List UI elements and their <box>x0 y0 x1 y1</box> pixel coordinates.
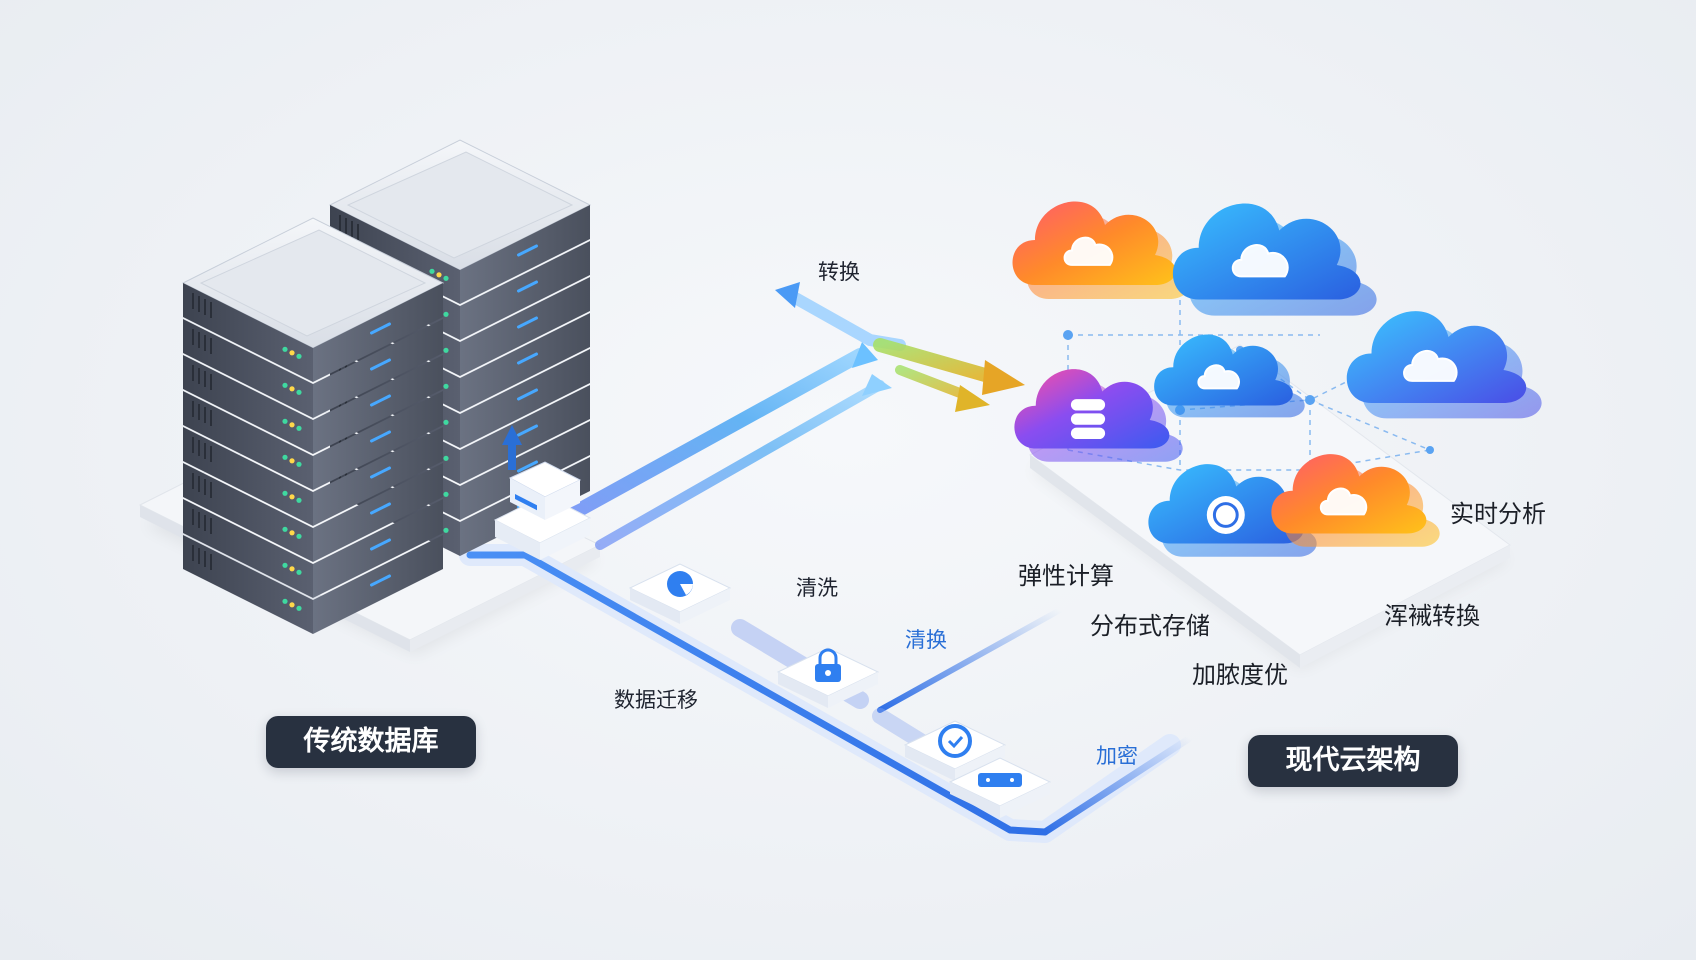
label-distributed-storage: 分布式存储 <box>1090 612 1210 640</box>
label-optimize: 加脓度优 <box>1192 661 1288 689</box>
shield-icon <box>1206 496 1245 534</box>
label-realtime-analysis: 实时分析 <box>1450 500 1546 528</box>
cloud-icon <box>1197 364 1240 390</box>
cloud-orange-bottom <box>1271 454 1440 547</box>
label-transform-top: 转换 <box>818 260 860 284</box>
migration-path <box>459 544 1194 843</box>
step-secure <box>776 647 880 708</box>
cloud-orange-top <box>1012 201 1190 299</box>
cloud-blue-center <box>1154 334 1305 418</box>
migration-steps <box>628 563 1052 818</box>
cloud-blue-right <box>1346 311 1542 419</box>
pie-chart-icon <box>667 571 693 597</box>
cloud-icon <box>1231 244 1289 278</box>
cloud-purple-db <box>1014 369 1183 462</box>
drive-icon <box>978 773 1022 787</box>
legacy-db-badge: 传统数据库 <box>266 716 476 768</box>
label-clean-transform: 清换 <box>905 628 947 652</box>
lock-icon <box>815 648 841 682</box>
upward-flows <box>563 282 1025 550</box>
legacy-server-racks <box>181 139 592 634</box>
label-data-transform-right: 浑裓转換 <box>1384 602 1480 630</box>
label-encrypt: 加密 <box>1096 744 1138 768</box>
label-clean: 清洗 <box>796 576 838 600</box>
cloud-icon <box>1319 487 1368 516</box>
modern-cloud-badge: 现代云架构 <box>1248 735 1458 787</box>
step-verify <box>903 720 1007 781</box>
step-analyze <box>628 563 732 624</box>
cloud-icon <box>1403 349 1458 382</box>
server-rack-front <box>181 217 445 634</box>
cloud-services <box>1012 201 1542 557</box>
cloud-icon <box>1063 236 1114 266</box>
step-store <box>948 757 1052 818</box>
label-migration: 数据迁移 <box>614 688 698 712</box>
shield-icon <box>938 724 972 758</box>
label-elastic-compute: 弹性计算 <box>1018 562 1114 590</box>
connector-node <box>493 425 592 560</box>
cloud-blue-top <box>1172 203 1377 316</box>
database-icon <box>1070 399 1106 439</box>
